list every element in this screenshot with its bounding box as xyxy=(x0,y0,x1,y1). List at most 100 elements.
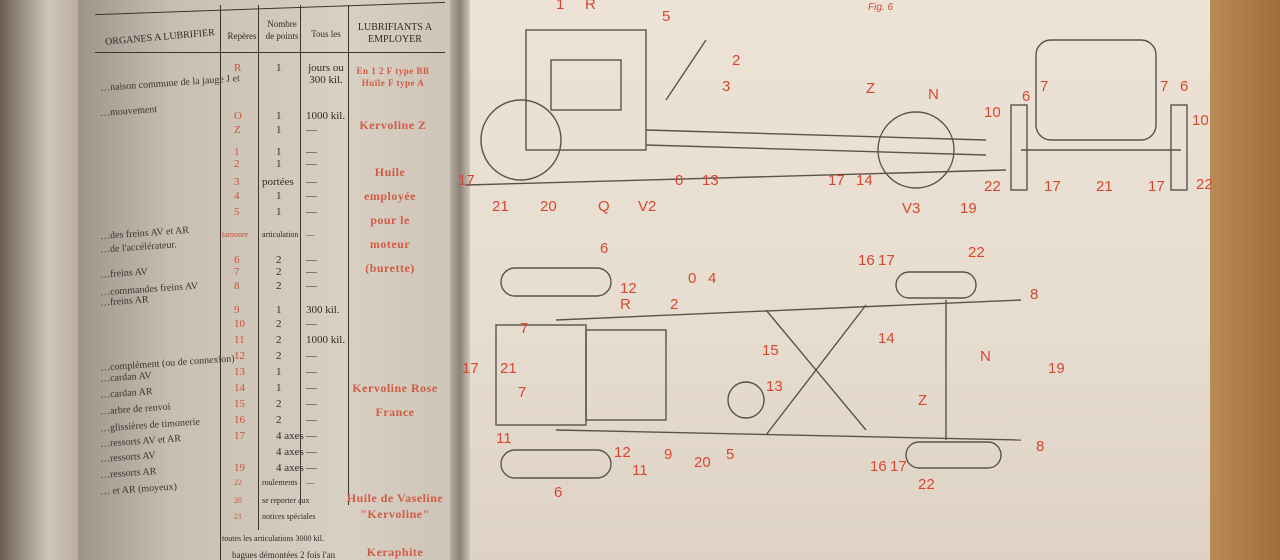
divider xyxy=(220,5,221,560)
part-label: 7 xyxy=(518,384,527,401)
cylinders xyxy=(550,59,622,111)
cell-repere: 22 xyxy=(234,478,242,487)
part-label: 17 xyxy=(1044,178,1061,195)
book-spine xyxy=(0,0,80,560)
cell-tous-les: — xyxy=(306,280,317,292)
part-label: 22 xyxy=(984,178,1001,195)
part-label: Q xyxy=(598,198,610,215)
footer-articulations: toutes les articulations 3000 kil. xyxy=(222,534,324,543)
part-label: 19 xyxy=(960,200,977,217)
part-label: 2 xyxy=(670,296,679,313)
wheel-front-right xyxy=(500,449,612,479)
cell-points: 2 xyxy=(276,318,282,330)
cell-repere: 13 xyxy=(234,366,245,378)
part-label: N xyxy=(980,348,991,365)
cell-repere: tamoure xyxy=(222,230,249,239)
header-nombre: Nombre de points xyxy=(265,19,299,41)
cell-repere: Z xyxy=(234,124,241,136)
part-label: 22 xyxy=(1196,176,1213,193)
part-label: 6 xyxy=(1180,78,1189,95)
cell-tous-les: — xyxy=(306,254,317,266)
cell-points: 1 xyxy=(276,62,282,74)
part-label: N xyxy=(928,86,939,103)
part-label: 22 xyxy=(918,476,935,493)
cell-tous-les: jours ou 300 kil. xyxy=(308,62,344,86)
cell-tous-les: 300 kil. xyxy=(306,304,340,316)
cell-repere: R xyxy=(234,62,242,74)
part-label: 8 xyxy=(1036,438,1045,455)
lubricant-vaseline: Huile de Vaseline "Kervoline" xyxy=(346,491,444,521)
part-label: Z xyxy=(918,392,928,409)
part-label: 6 xyxy=(1022,88,1031,105)
part-label: 20 xyxy=(540,198,557,215)
part-label: 17 xyxy=(828,172,845,189)
cell-repere: 8 xyxy=(234,280,240,292)
cell-tous-les: — xyxy=(306,230,314,239)
lubricant-2: Huile F type A xyxy=(361,78,425,88)
cell-tous-les: — xyxy=(306,366,317,378)
cell-tous-les: 1000 kil. xyxy=(306,110,346,122)
part-label: 11 xyxy=(496,430,512,447)
cell-tous-les: — xyxy=(306,414,317,426)
part-label: 17 xyxy=(890,458,907,475)
part-label: 6 xyxy=(600,240,609,257)
cell-repere: 17 xyxy=(234,430,245,442)
cell-points: 2 xyxy=(276,350,282,362)
part-label: 11 xyxy=(632,462,648,479)
divider xyxy=(258,5,259,530)
cell-points: articulation xyxy=(262,230,299,239)
part-label: 2 xyxy=(732,52,741,69)
cell-points: 1 xyxy=(276,366,282,378)
cell-tous-les: — xyxy=(306,318,317,330)
cell-tous-les: — xyxy=(306,206,317,218)
part-label: R xyxy=(620,296,631,313)
part-label: 20 xyxy=(694,454,711,471)
part-label: 3 xyxy=(722,78,731,95)
cell-repere: 10 xyxy=(234,318,245,330)
cell-repere: 1 xyxy=(234,146,240,158)
cell-points: 2 xyxy=(276,334,282,346)
cell-repere: 19 xyxy=(234,462,245,474)
part-label: 13 xyxy=(702,172,719,189)
part-label: 17 xyxy=(458,172,475,189)
cell-points: 4 axes xyxy=(276,462,304,474)
cell-tous-les: — xyxy=(306,124,317,136)
steering-column xyxy=(665,39,707,101)
cell-points: 1 xyxy=(276,304,282,316)
part-label: 17 xyxy=(462,360,479,377)
divider xyxy=(95,52,445,53)
lubricant-rose-france: Kervoline Rose France xyxy=(352,381,438,419)
part-label: 10 xyxy=(1192,112,1209,129)
cell-points: 1 xyxy=(276,124,282,136)
lubricant-kervoline-z: Kervoline Z xyxy=(359,118,427,132)
part-label: 7 xyxy=(1040,78,1049,95)
part-label: 7 xyxy=(520,320,529,337)
part-label: 21 xyxy=(500,360,517,377)
left-page xyxy=(78,0,458,560)
cell-points: 2 xyxy=(276,398,282,410)
engine-plan xyxy=(585,329,667,421)
header-reperes: Repères xyxy=(227,31,257,41)
part-label: 13 xyxy=(766,378,783,395)
cell-points: 2 xyxy=(276,254,282,266)
cell-repere: 6 xyxy=(234,254,240,266)
cell-points: 1 xyxy=(276,382,282,394)
part-label: 21 xyxy=(492,198,509,215)
cell-repere: 11 xyxy=(234,334,245,346)
cell-points: notices spéciales xyxy=(262,512,316,521)
figure-caption: Fig. 6 xyxy=(868,2,894,13)
page-gutter xyxy=(450,0,470,560)
part-label: 16 xyxy=(858,252,875,269)
cell-repere: 16 xyxy=(234,414,245,426)
part-label: 16 xyxy=(870,458,887,475)
lubricant-keraphite: Keraphite xyxy=(366,545,424,559)
wheel-rear-right xyxy=(905,441,1002,469)
cell-points: 2 xyxy=(276,280,282,292)
part-label: 15 xyxy=(762,342,779,359)
cell-tous-les: — xyxy=(306,398,317,410)
cell-points: 2 xyxy=(276,266,282,278)
cell-repere: 21 xyxy=(234,512,242,521)
part-label: 5 xyxy=(726,446,735,463)
front-wheel-right xyxy=(1170,104,1188,191)
cell-tous-les: — xyxy=(306,382,317,394)
